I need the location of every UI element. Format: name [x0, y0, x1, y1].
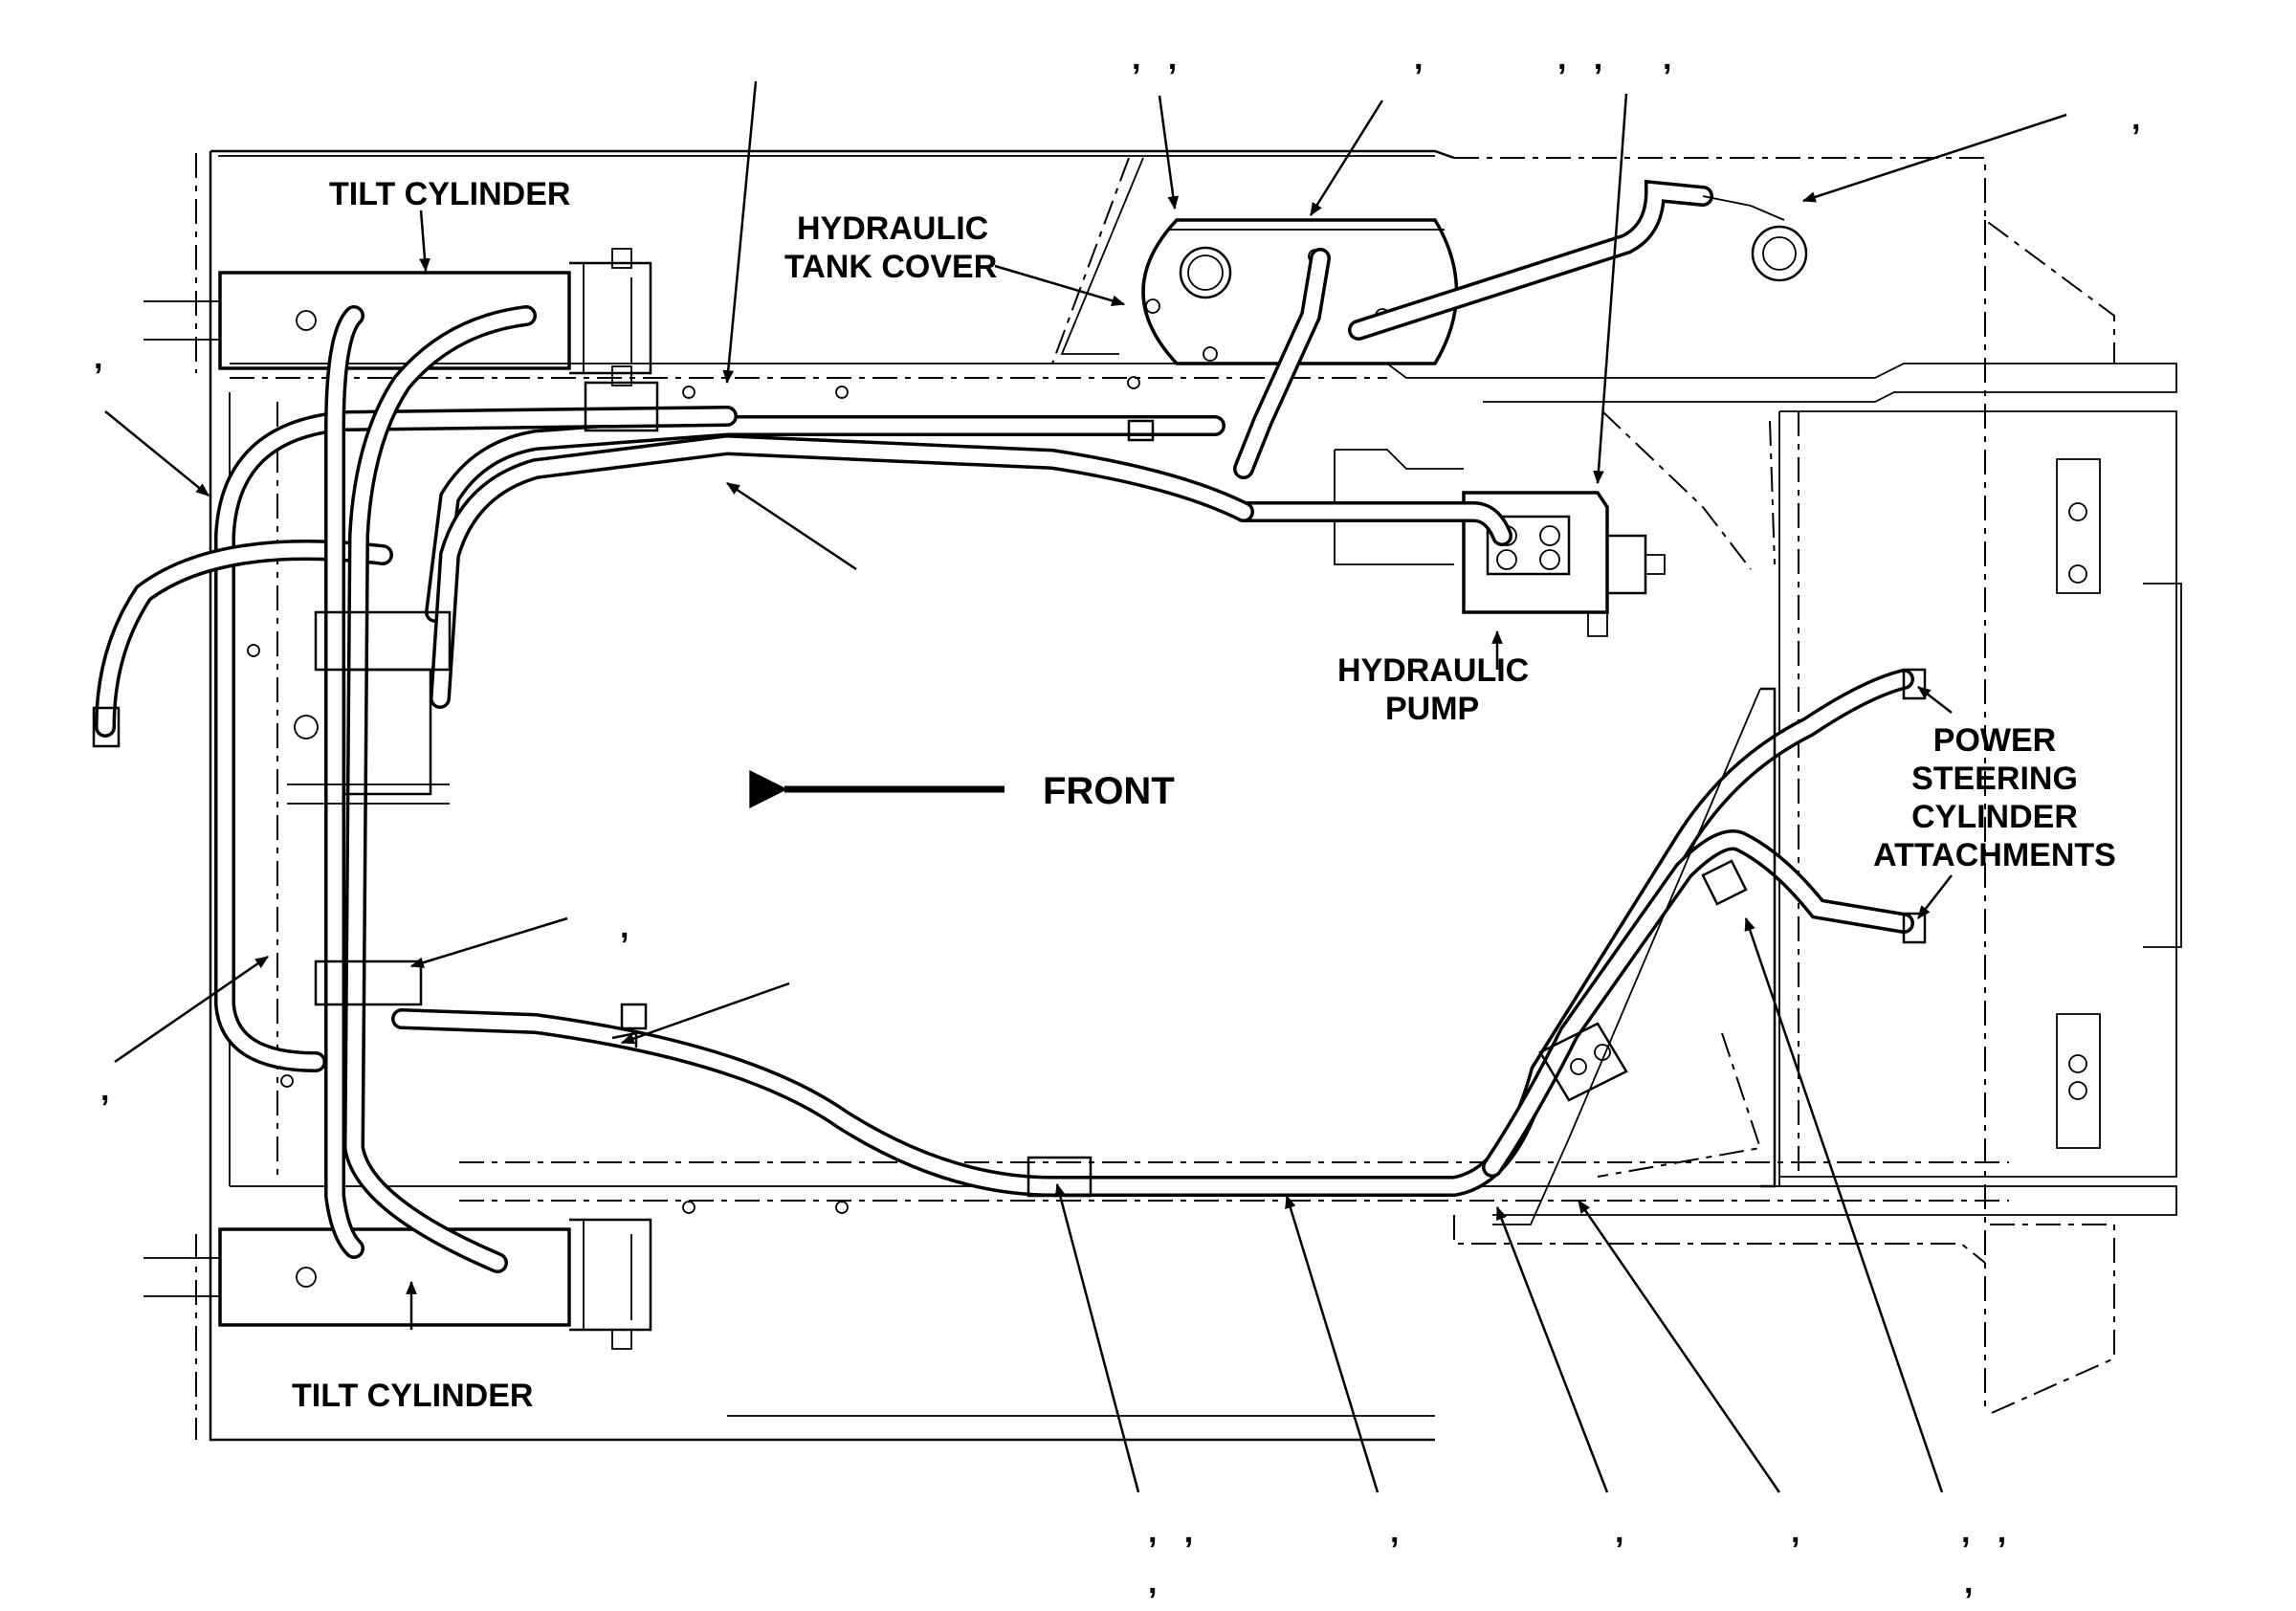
leader-lines	[104, 80, 2067, 1493]
callout-bottom-5b: ,	[1964, 1564, 1973, 1600]
chassis-frame	[195, 149, 2182, 1442]
tilt-cylinder-top-label: TILT CYLINDER	[329, 176, 570, 212]
callout-top-3: , ,	[1557, 40, 1602, 77]
front-label: FRONT	[1043, 770, 1175, 812]
callout-left-lower: ,	[100, 1071, 109, 1108]
hydraulic-pump-line2: PUMP	[1385, 691, 1479, 727]
callout-bottom-1b: ,	[1148, 1564, 1157, 1600]
callout-bottom-1: , ,	[1148, 1513, 1193, 1550]
callout-top-right: ,	[2131, 100, 2140, 137]
callout-left-upper: ,	[94, 340, 102, 376]
callout-mid-left: ,	[620, 909, 629, 945]
callout-bottom-4: ,	[1791, 1513, 1799, 1550]
hydraulic-hoses	[92, 179, 1927, 1273]
callout-top-1: , ,	[1132, 40, 1177, 77]
power-steering-line4: ATTACHMENTS	[1873, 837, 2116, 873]
tilt-cylinder-bottom-label: TILT CYLINDER	[292, 1378, 533, 1414]
hydraulic-tank	[1060, 157, 1459, 365]
callout-bottom-2: ,	[1390, 1513, 1399, 1550]
hydraulic-tank-cover-line1: HYDRAULIC	[797, 210, 988, 247]
power-steering-line2: STEERING	[1911, 761, 2078, 797]
hydraulic-tank-cover-line2: TANK COVER	[784, 249, 997, 285]
power-steering-line3: CYLINDER	[1911, 799, 2078, 835]
hydraulic-pump	[1334, 449, 1666, 637]
tilt-cylinder-top	[144, 248, 652, 386]
valve-block	[247, 610, 452, 1088]
hydraulic-tank-cover-label: HYDRAULIC TANK COVER	[784, 210, 997, 285]
tilt-cylinder-bottom	[144, 1218, 652, 1350]
tilt-cylinder-bottom-text: TILT CYLINDER	[292, 1378, 533, 1414]
rail-bolts	[682, 376, 1140, 1214]
power-steering-label: POWER STEERING CYLINDER ATTACHMENTS	[1873, 722, 2116, 873]
power-steering-line1: POWER	[1933, 722, 2056, 759]
callout-top-4: ,	[1663, 40, 1671, 77]
callout-top-2: ,	[1414, 40, 1423, 77]
callout-bottom-5: , ,	[1961, 1513, 2006, 1550]
tilt-cylinder-top-text: TILT CYLINDER	[329, 176, 570, 212]
hydraulic-pump-line1: HYDRAULIC	[1337, 652, 1529, 689]
callout-marks: , , , , , , , , , , , , , , , , , , ,	[94, 40, 2140, 1600]
hydraulic-pump-label: HYDRAULIC PUMP	[1337, 652, 1529, 727]
callout-bottom-3: ,	[1615, 1513, 1623, 1550]
